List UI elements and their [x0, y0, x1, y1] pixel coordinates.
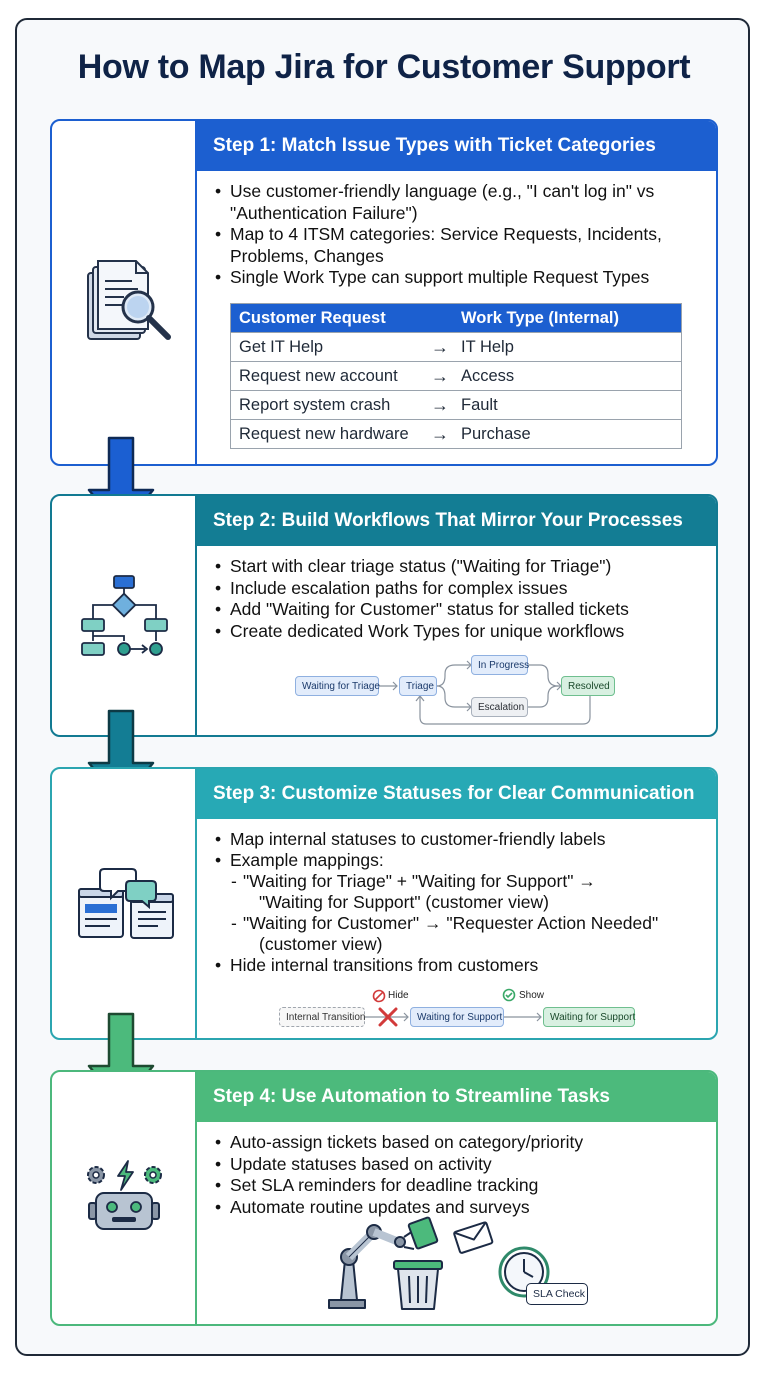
step-1-icon-column [52, 121, 197, 464]
step-4-icon-column [52, 1072, 197, 1324]
internal-transition-node: Internal Transition [279, 1007, 366, 1027]
step-4-card: Step 4: Use Automation to Streamline Tas… [50, 1070, 718, 1326]
step-2-bullets: Start with clear triage status ("Waiting… [213, 556, 704, 642]
step-2-icon-column [52, 496, 197, 735]
arrow-icon: → [427, 419, 453, 449]
workflow-diagram: Waiting for Triage Triage In Progress Es… [52, 496, 716, 735]
table-cell: IT Help [453, 332, 682, 362]
step-3-sub-bullet-continued: (customer view) [259, 934, 383, 954]
clock-icon [498, 1246, 550, 1298]
step-2-heading: Step 2: Build Workflows That Mirror Your… [197, 496, 716, 546]
chat-windows-icon [78, 868, 174, 939]
step-3-bullet: Hide internal transitions from customers [213, 955, 704, 976]
step-3-sub-bullet: "Waiting for Triage" + "Waiting for Supp… [213, 871, 704, 892]
step-4-bullets: Auto-assign tickets based on category/pr… [213, 1132, 704, 1218]
request-mapping-table: Customer Request Work Type (Internal) Ge… [230, 303, 682, 449]
step-1-card: Step 1: Match Issue Types with Ticket Ca… [50, 119, 718, 466]
table-cell: Report system crash [230, 390, 427, 420]
step-1-heading: Step 1: Match Issue Types with Ticket Ca… [197, 121, 716, 171]
table-header-customer-request: Customer Request [230, 303, 453, 333]
arrow-icon: → [427, 390, 453, 420]
robot-gears-icon [87, 1160, 162, 1230]
show-label: Show [519, 990, 545, 1001]
trash-bin-icon [393, 1260, 443, 1310]
table-header-work-type: Work Type (Internal) [453, 303, 682, 333]
step-3-bullet: Example mappings: [213, 850, 704, 871]
step-1-bullet: Use customer-friendly language (e.g., "I… [213, 181, 704, 224]
arrow-icon: → [427, 332, 453, 362]
step-2-card: Step 2: Build Workflows That Mirror Your… [50, 494, 718, 737]
step-3-card: Step 3: Customize Statuses for Clear Com… [50, 767, 718, 1040]
step-3-heading: Step 3: Customize Statuses for Clear Com… [197, 769, 716, 819]
table-row: Report system crash → Fault [230, 390, 682, 420]
workflow-icon [81, 575, 168, 656]
envelope-icon [453, 1221, 494, 1254]
step-1-bullets: Use customer-friendly language (e.g., "I… [213, 181, 704, 289]
status-triage: Triage [399, 676, 437, 696]
step-4-bullet: Set SLA reminders for deadline tracking [213, 1175, 704, 1197]
workflow-connectors [358, 660, 591, 725]
table-cell: Request new hardware [230, 419, 427, 449]
cross-icon [378, 1007, 398, 1027]
status-visibility-connectors [365, 988, 542, 1027]
step-1-bullet: Map to 4 ITSM categories: Service Reques… [213, 224, 704, 267]
status-escalation: Escalation [471, 697, 528, 717]
step-3-bullets: Map internal statuses to customer-friend… [213, 829, 704, 976]
table-row: Get IT Help → IT Help [230, 332, 682, 362]
automation-illustration: SLA Check [52, 1072, 716, 1324]
step-2-bullet: Add "Waiting for Customer" status for st… [213, 599, 704, 621]
step-2-bullet: Include escalation paths for complex iss… [213, 578, 704, 600]
step-4-bullet: Auto-assign tickets based on category/pr… [213, 1132, 704, 1154]
table-cell: Get IT Help [230, 332, 427, 362]
table-cell: Fault [453, 390, 682, 420]
block-icon [372, 989, 386, 1003]
check-circle-icon [502, 988, 516, 1002]
arrow-icon: → [427, 361, 453, 391]
document-search-icon [87, 260, 171, 340]
table-cell: Purchase [453, 419, 682, 449]
step-4-heading: Step 4: Use Automation to Streamline Tas… [197, 1072, 716, 1122]
step-4-bullet: Automate routine updates and surveys [213, 1197, 704, 1219]
sla-check-badge: SLA Check [526, 1283, 588, 1305]
page-title: How to Map Jira for Customer Support [77, 48, 691, 86]
table-cell: Access [453, 361, 682, 391]
status-in-progress: In Progress [471, 655, 529, 675]
step-2-bullet: Create dedicated Work Types for unique w… [213, 621, 704, 643]
status-visibility-diagram: Hide Show Internal Transition Waiting fo… [52, 769, 716, 1038]
status-waiting-for-support-customer: Waiting for Support [543, 1007, 635, 1027]
step-2-bullet: Start with clear triage status ("Waiting… [213, 556, 704, 578]
step-3-bullet: Map internal statuses to customer-friend… [213, 829, 704, 850]
step-1-bullet: Single Work Type can support multiple Re… [213, 267, 704, 289]
step-3-icon-column [52, 769, 197, 1038]
table-row: Request new hardware → Purchase [230, 419, 682, 449]
step-4-bullet: Update statuses based on activity [213, 1154, 704, 1176]
hide-label: Hide [388, 990, 409, 1001]
step-3-sub-bullet: "Waiting for Customer" → "Requester Acti… [213, 913, 704, 934]
table-row: Request new account → Access [230, 361, 682, 391]
status-resolved: Resolved [561, 676, 615, 696]
robot-arm-icon [328, 1216, 439, 1309]
status-waiting-for-triage: Waiting for Triage [295, 676, 380, 696]
step-3-sub-bullet-continued: "Waiting for Support" (customer view) [259, 892, 549, 912]
status-waiting-for-support-internal: Waiting for Support [410, 1007, 504, 1027]
table-cell: Request new account [230, 361, 427, 391]
